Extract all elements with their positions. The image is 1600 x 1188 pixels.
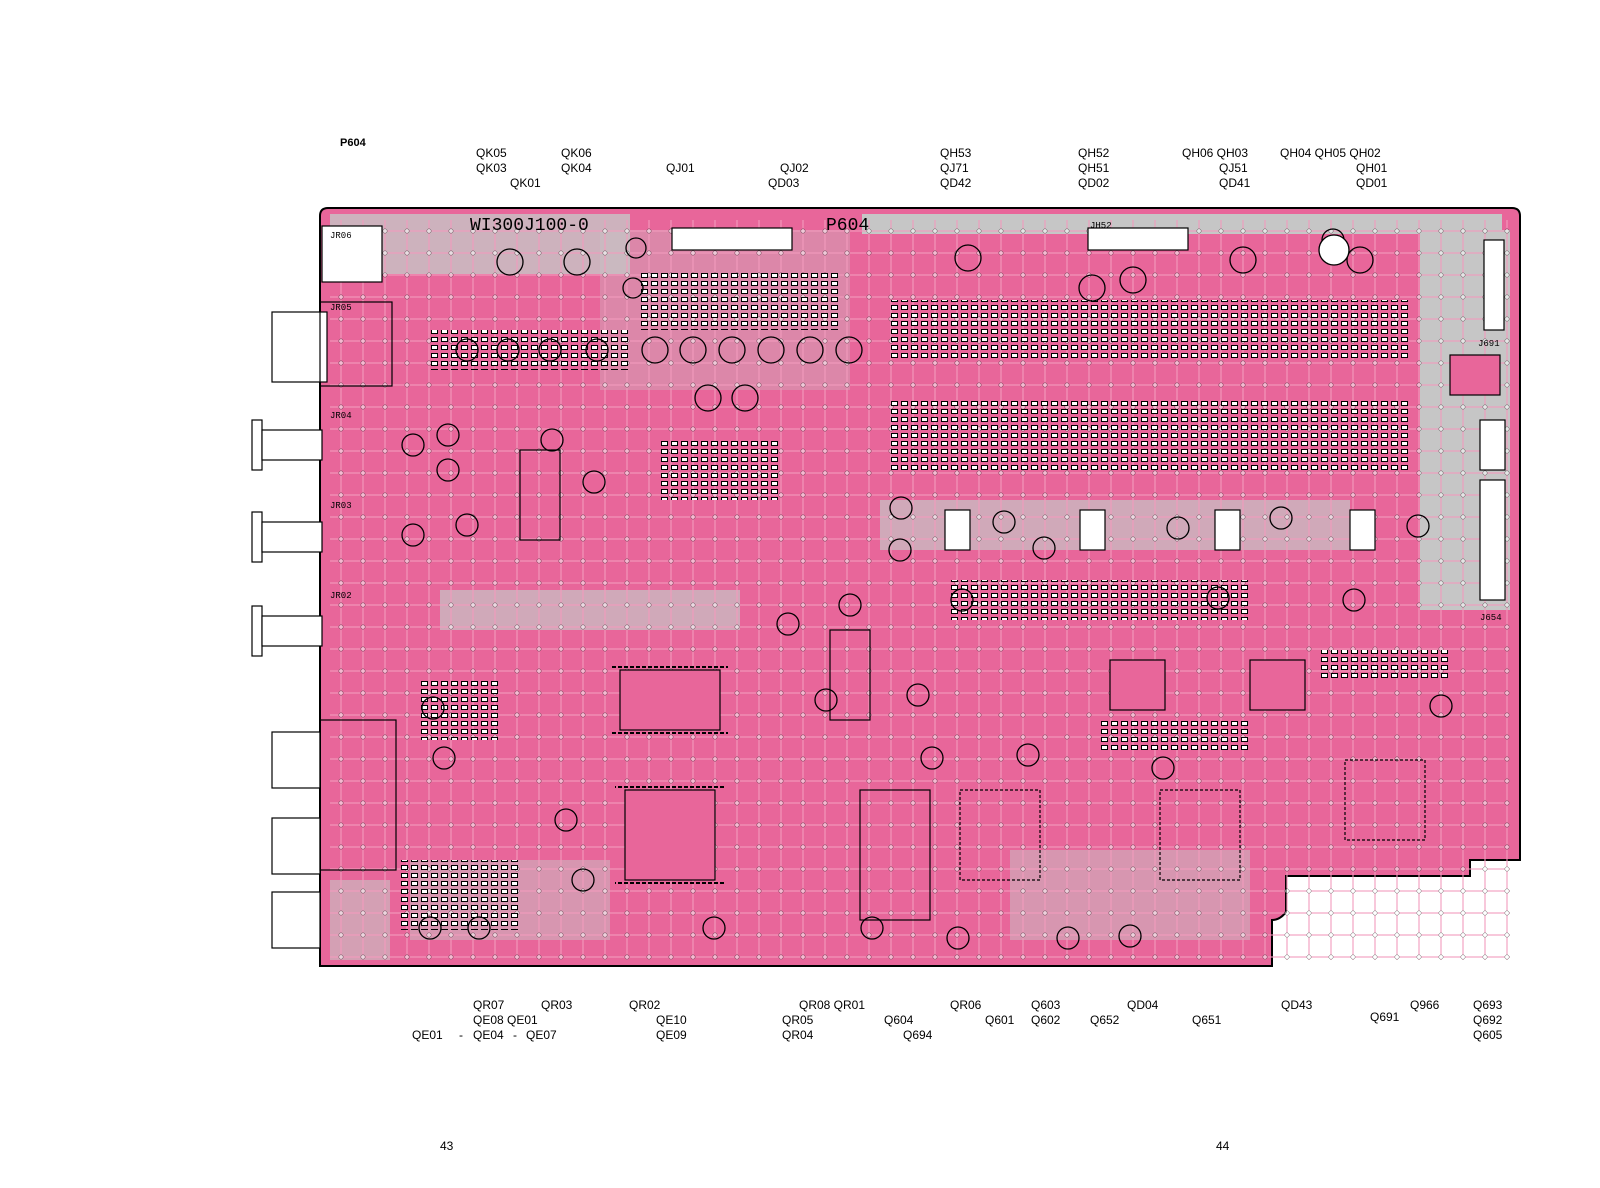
label-q604: Q604 <box>884 1013 914 1027</box>
label-qr08-qr01: QR08 QR01 <box>799 998 866 1012</box>
label-q602: Q602 <box>1031 1013 1061 1027</box>
label-qd01: QD01 <box>1356 176 1388 190</box>
label-qj02: QJ02 <box>780 161 809 175</box>
label-qr02: QR02 <box>629 998 661 1012</box>
jack-connectors <box>251 225 397 949</box>
label-qh51: QH51 <box>1078 161 1110 175</box>
label-qe04: QE04 <box>473 1028 504 1042</box>
label-q651: Q651 <box>1192 1013 1222 1027</box>
label-qk01: QK01 <box>510 176 541 190</box>
label-qj71: QJ71 <box>940 161 969 175</box>
label-q692: Q692 <box>1473 1013 1503 1027</box>
label-qj51: QJ51 <box>1219 161 1248 175</box>
label-qr04: QR04 <box>782 1028 814 1042</box>
connector-j691: J691 <box>1478 339 1500 349</box>
label-qr03: QR03 <box>541 998 573 1012</box>
label-q603: Q603 <box>1031 998 1061 1012</box>
label-qk03: QK03 <box>476 161 507 175</box>
label-qe07: QE07 <box>526 1028 557 1042</box>
label-qk05: QK05 <box>476 146 507 160</box>
label-qr07: QR07 <box>473 998 505 1012</box>
right-header-connectors <box>671 227 1506 601</box>
connector-jh52: JH52 <box>1090 221 1112 231</box>
label-qh53: QH53 <box>940 146 972 160</box>
label-qd42: QD42 <box>940 176 972 190</box>
page-title: P604 <box>340 137 366 149</box>
label-q601: Q601 <box>985 1013 1015 1027</box>
capacitors <box>401 228 1453 950</box>
label-qd03: QD03 <box>768 176 800 190</box>
connector-jr05: JR05 <box>330 303 352 313</box>
label-qj01: QJ01 <box>666 161 695 175</box>
label-q693: Q693 <box>1473 998 1503 1012</box>
label-qd02: QD02 <box>1078 176 1110 190</box>
connector-j654: J654 <box>1480 613 1502 623</box>
component-pads <box>400 270 1450 930</box>
label-q605: Q605 <box>1473 1028 1503 1042</box>
label-qh06-qh03: QH06 QH03 <box>1182 146 1249 160</box>
label-qr06: QR06 <box>950 998 982 1012</box>
integrated-circuits <box>519 449 1426 921</box>
label-qe01: QE01 <box>412 1028 443 1042</box>
connector-jr06: JR06 <box>330 231 352 241</box>
label-qd43: QD43 <box>1281 998 1313 1012</box>
label-qe08-qe01: QE08 QE01 <box>473 1013 538 1027</box>
label-qh01: QH01 <box>1356 161 1388 175</box>
connector-jr03: JR03 <box>330 501 352 511</box>
label-q691: Q691 <box>1370 1010 1400 1024</box>
board-part-number: WI300J100-0 <box>470 216 589 236</box>
page-number-right: 44 <box>1216 1139 1230 1153</box>
label-q694: Q694 <box>903 1028 933 1042</box>
label-q652: Q652 <box>1090 1013 1120 1027</box>
label-qh04-qh05-qh02: QH04 QH05 QH02 <box>1280 146 1381 160</box>
connector-jr02: JR02 <box>330 591 352 601</box>
label-qd04: QD04 <box>1127 998 1159 1012</box>
page-number-left: 43 <box>440 1139 454 1153</box>
label-dash-2: - <box>513 1028 517 1042</box>
board-silk-name: P604 <box>826 216 869 236</box>
label-dash-1: - <box>459 1028 463 1042</box>
label-qk06: QK06 <box>561 146 592 160</box>
label-qe10: QE10 <box>656 1013 687 1027</box>
label-q966: Q966 <box>1410 998 1440 1012</box>
label-qk04: QK04 <box>561 161 592 175</box>
connector-jr04: JR04 <box>330 411 352 421</box>
label-qe09: QE09 <box>656 1028 687 1042</box>
label-qd41: QD41 <box>1219 176 1251 190</box>
label-qr05: QR05 <box>782 1013 814 1027</box>
label-qh52: QH52 <box>1078 146 1110 160</box>
